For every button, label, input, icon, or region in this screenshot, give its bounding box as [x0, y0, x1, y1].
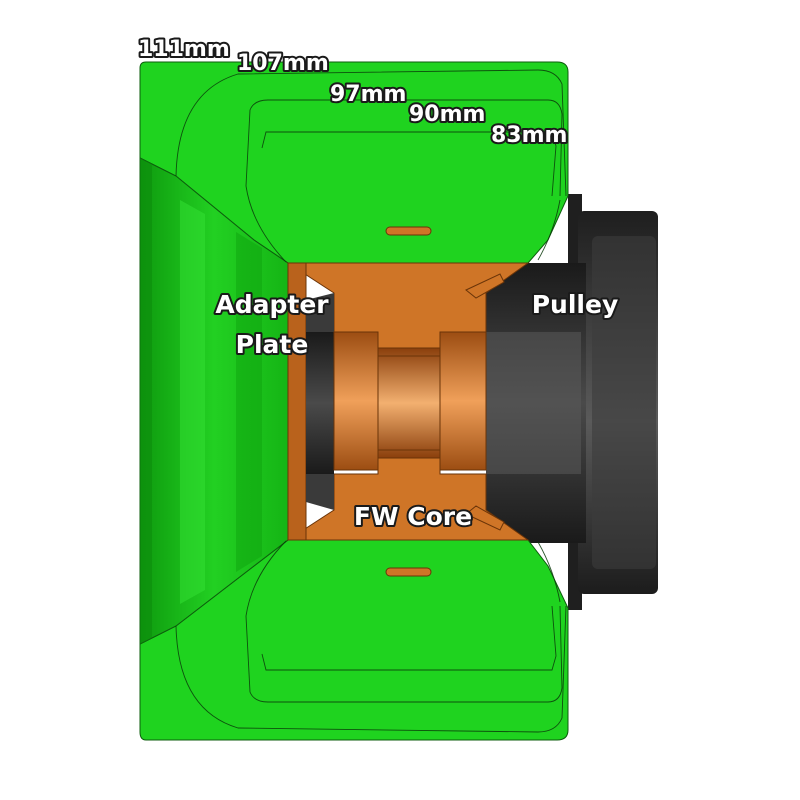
dimension-label-83: 83mm [491, 123, 567, 148]
pulley-label: Pulley [532, 290, 619, 319]
tire-contours-bottom [175, 540, 567, 733]
adapter-plate-label-line1: Adapter [215, 290, 329, 319]
fw-core-label: FW Core [354, 502, 472, 531]
tire-body [139, 61, 569, 741]
tire-contours-top [175, 69, 567, 263]
dimension-label-107: 107mm [237, 51, 329, 76]
pulley-body [486, 194, 658, 610]
dimension-label-90: 90mm [409, 102, 485, 127]
part-labels: Adapter Plate Pulley FW Core [213, 288, 620, 533]
dimension-labels: 111mm 107mm 97mm 90mm 83mm [136, 35, 569, 150]
dimension-label-111: 111mm [138, 37, 230, 62]
tire-slot-bottom [385, 567, 432, 577]
tire-slot-top [385, 226, 432, 236]
dimension-label-97: 97mm [330, 82, 406, 107]
fw-core-body [286, 262, 530, 541]
adapter-plate-label-line2: Plate [236, 330, 309, 359]
